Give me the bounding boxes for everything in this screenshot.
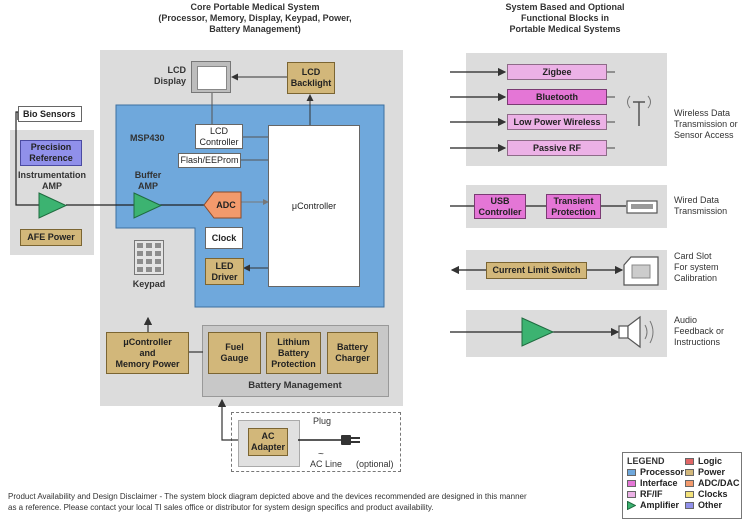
bluetooth-block: Bluetooth — [507, 89, 607, 105]
core-system-title: Core Portable Medical System (Processor,… — [158, 2, 352, 34]
lcd-controller-block: LCD Controller — [195, 124, 243, 149]
precision-reference-block: Precision Reference — [20, 140, 82, 166]
lcd-backlight-block: LCD Backlight — [287, 62, 335, 94]
ac-adapter-block: AC Adapter — [248, 428, 288, 456]
optional-label: (optional) — [356, 459, 394, 469]
legend-label: Clocks — [698, 489, 728, 499]
legend-swatch — [627, 490, 636, 498]
legend-item: Amplifier — [627, 500, 679, 510]
legend-swatch — [685, 457, 694, 465]
adc-shape — [203, 191, 242, 219]
legend-item: Interface — [627, 478, 678, 488]
disclaimer-line-2: as a reference. Please contact your loca… — [8, 503, 434, 512]
optional-blocks-title: System Based and Optional Functional Blo… — [505, 2, 625, 34]
current-limit-switch-block: Current Limit Switch — [486, 262, 587, 279]
usb-connector-icon — [626, 200, 658, 214]
passive-rf-block: Passive RF — [507, 140, 607, 156]
plug-label: Plug — [313, 416, 332, 426]
microcontroller-block: μController — [268, 125, 360, 287]
legend-swatch — [685, 479, 694, 487]
legend-label: Other — [698, 500, 723, 510]
audio-amp-icon — [521, 317, 555, 347]
disclaimer-line-1: Product Availability and Design Disclaim… — [8, 492, 527, 501]
legend-label: Logic — [698, 456, 722, 466]
lithium-battery-protection-block: Lithium Battery Protection — [266, 332, 321, 374]
adc-label: ADC — [216, 199, 236, 210]
buffer-amp-label: Buffer AMP — [134, 170, 162, 191]
antenna-icon — [627, 95, 651, 126]
audio-label: Audio Feedback or Instructions — [674, 315, 725, 347]
fuel-gauge-block: Fuel Gauge — [208, 332, 261, 374]
battery-charger-block: Battery Charger — [327, 332, 378, 374]
legend-item: RF/IF — [627, 489, 663, 499]
card-slot-icon — [623, 256, 659, 286]
uc-memory-power-block: μController and Memory Power — [106, 332, 189, 374]
led-driver-block: LED Driver — [205, 258, 244, 285]
legend-label: Power — [698, 467, 726, 477]
legend-swatch — [627, 468, 636, 476]
legend-label: Processor — [640, 467, 685, 477]
legend-label: ADC/DAC — [698, 478, 740, 488]
instrumentation-amp-label: Instrumentation AMP — [17, 170, 86, 191]
usb-controller-block: USB Controller — [474, 194, 526, 219]
legend-item: Processor — [627, 467, 684, 477]
legend-item: Logic — [685, 456, 722, 466]
wired-label: Wired Data Transmission — [674, 195, 728, 216]
legend-item: Clocks — [685, 489, 728, 499]
legend-item: ADC/DAC — [685, 478, 740, 488]
flash-eeprom-block: Flash/EEProm — [178, 153, 241, 168]
lcd-display-icon — [191, 61, 231, 93]
legend-label: Amplifier — [640, 500, 680, 510]
ac-adapter-optional-region — [231, 412, 401, 472]
keypad-icon — [134, 240, 164, 275]
legend-panel: LEGEND Processor Interface RF/IF Amplifi… — [622, 452, 742, 519]
afe-power-block: AFE Power — [20, 229, 82, 246]
legend-label: RF/IF — [640, 489, 663, 499]
msp430-label: MSP430 — [130, 133, 165, 143]
ac-line-label: AC Line — [310, 459, 343, 469]
transient-protection-block: Transient Protection — [546, 194, 601, 219]
amplifier-legend-icon — [627, 500, 636, 510]
card-slot-label: Card Slot For system Calibration — [674, 251, 719, 283]
legend-item: Power — [685, 467, 725, 477]
legend-swatch — [627, 479, 636, 487]
buffer-amp-icon — [133, 192, 163, 219]
legend-title: LEGEND — [627, 456, 665, 466]
legend-swatch — [685, 490, 694, 498]
lcd-display-label: LCD Display — [153, 65, 186, 86]
legend-item: Other — [685, 500, 722, 510]
wireless-label: Wireless Data Transmission or Sensor Acc… — [674, 108, 738, 140]
bio-sensors-block: Bio Sensors — [18, 106, 82, 122]
keypad-label: Keypad — [132, 279, 166, 289]
legend-swatch — [685, 501, 694, 509]
zigbee-block: Zigbee — [507, 64, 607, 80]
battery-management-label: Battery Management — [248, 380, 342, 391]
instrumentation-amp-icon — [38, 192, 68, 219]
low-power-wireless-block: Low Power Wireless — [507, 114, 607, 130]
legend-label: Interface — [640, 478, 678, 488]
speaker-icon — [618, 315, 654, 349]
legend-swatch — [685, 468, 694, 476]
plug-icon — [341, 435, 360, 445]
ac-wave-icon: ~ — [318, 449, 324, 460]
clock-block: Clock — [205, 227, 243, 249]
